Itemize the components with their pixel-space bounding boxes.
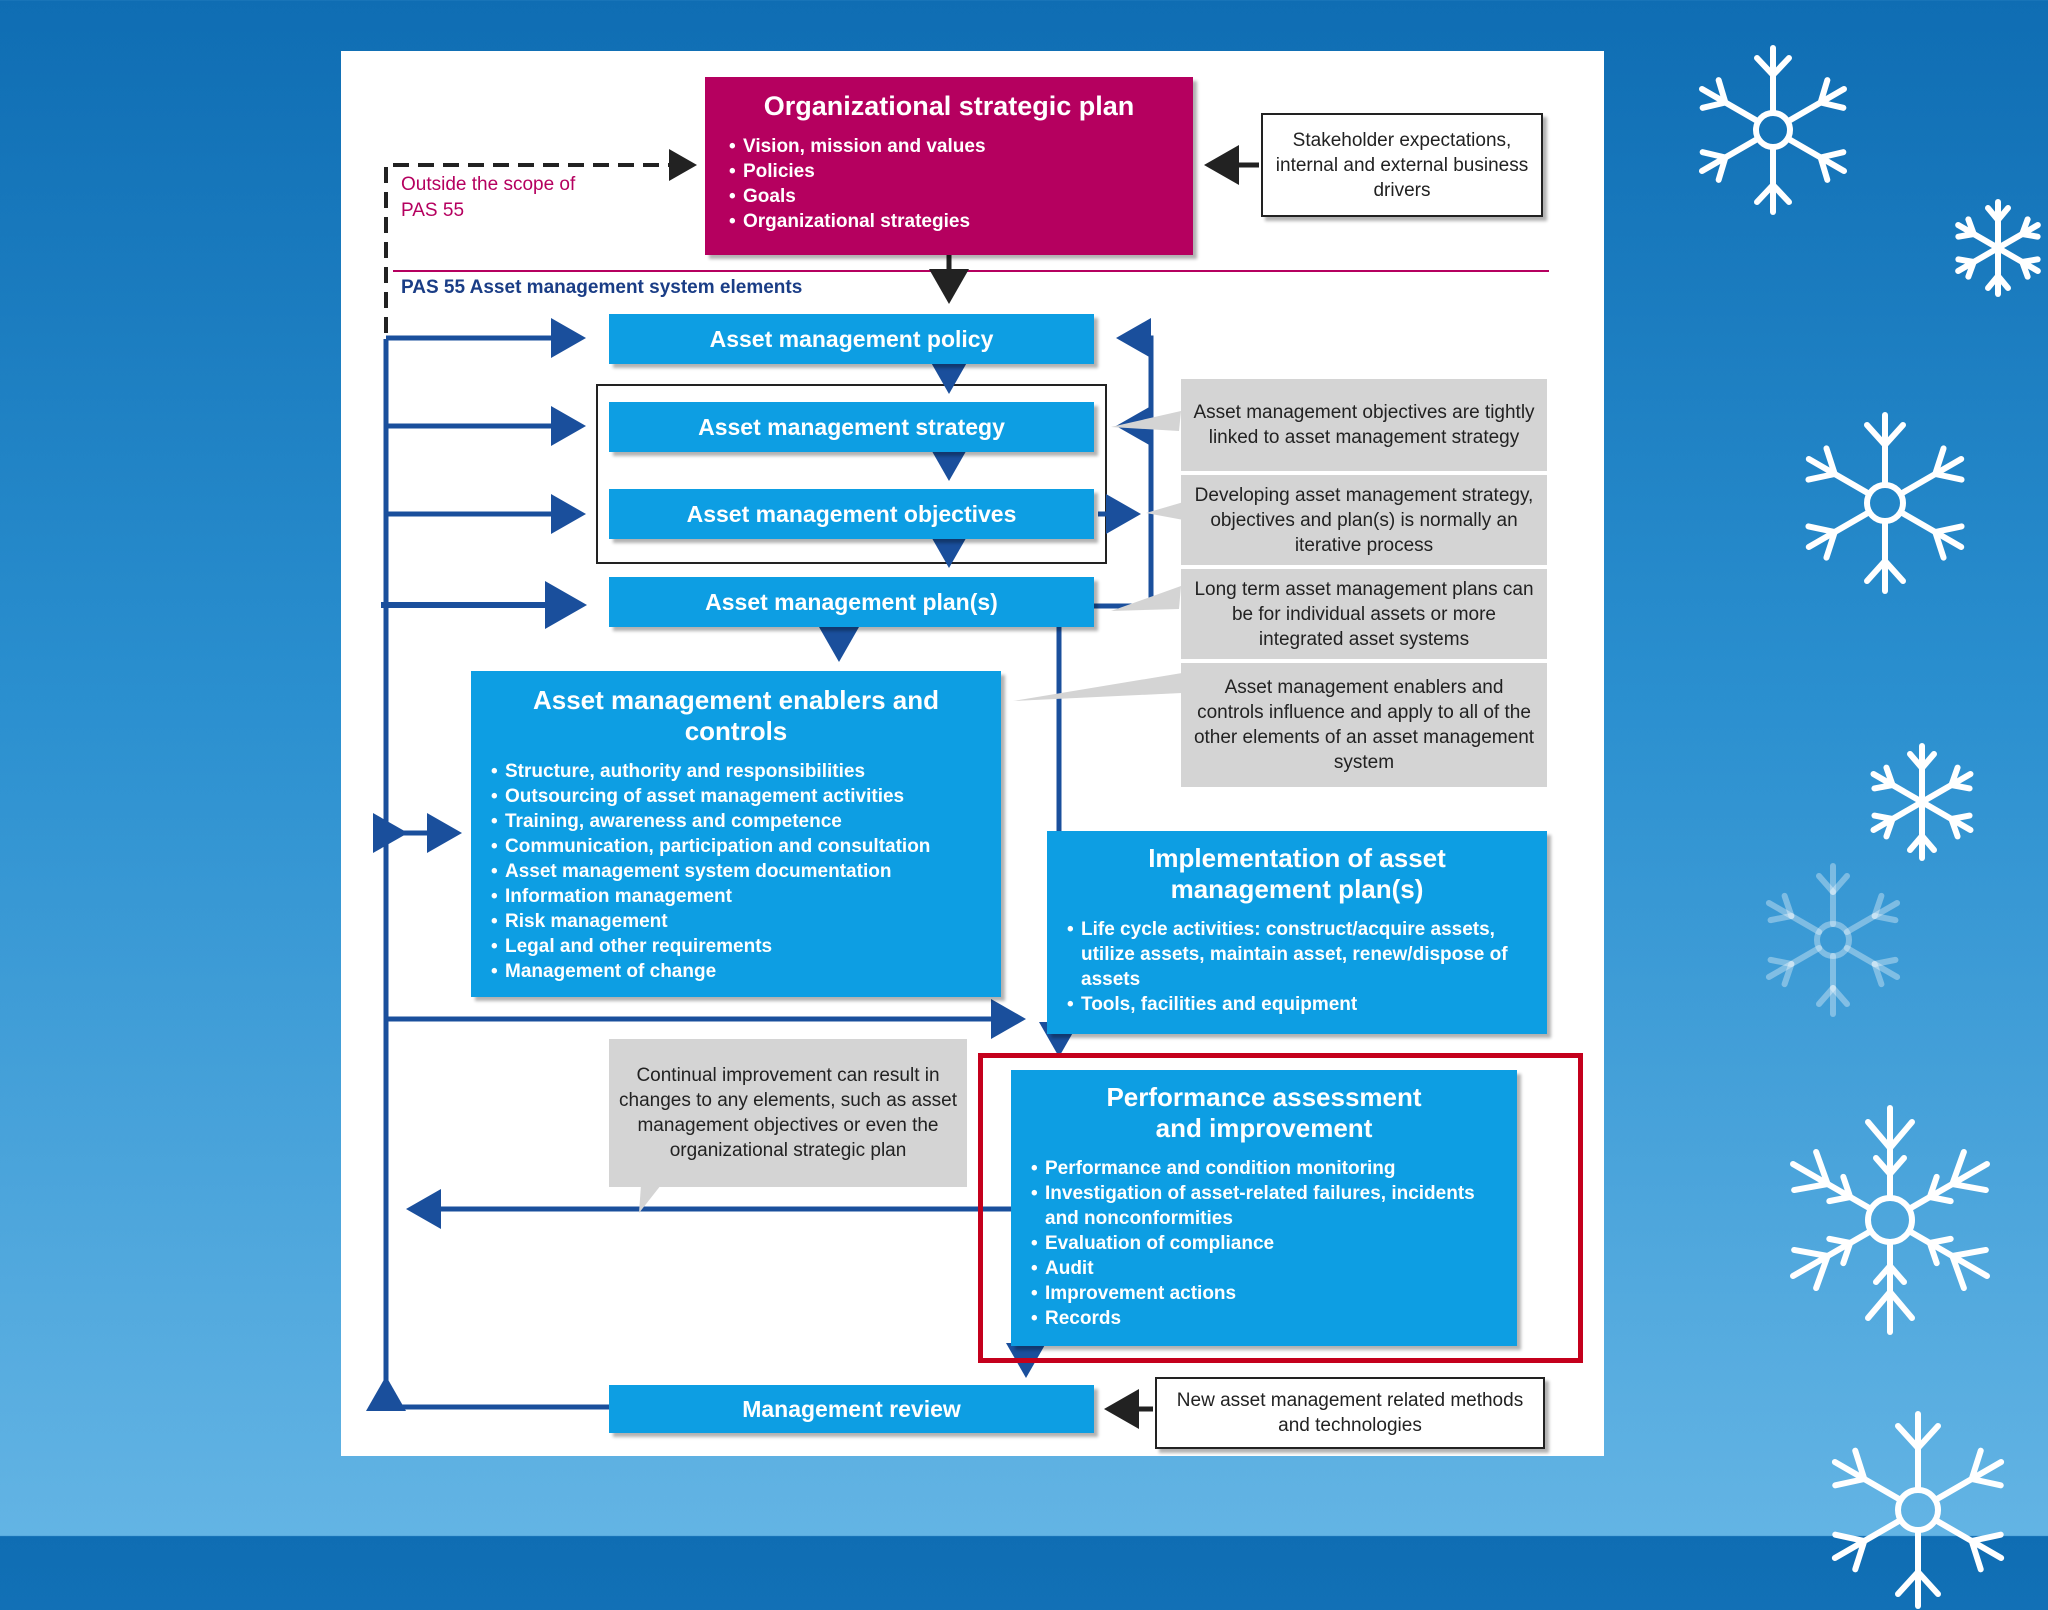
list-item: Improvement actions bbox=[1031, 1281, 1497, 1306]
connector-arrows bbox=[366, 145, 1549, 1429]
snowflake-icon bbox=[1948, 199, 2048, 298]
list-item: Records bbox=[1031, 1306, 1497, 1331]
diagram-panel: Organizational strategic plan Vision, mi… bbox=[341, 51, 1604, 1456]
pas55-elements-title: PAS 55 Asset management system elements bbox=[401, 277, 803, 298]
implementation-title: Implementation of asset management plan(… bbox=[1148, 843, 1446, 904]
list-item: Information management bbox=[491, 884, 981, 909]
long-term-plans-note: Long term asset management plans can be … bbox=[1181, 569, 1547, 659]
list-item: Risk management bbox=[491, 909, 981, 934]
management-review-box: Management review bbox=[609, 1385, 1094, 1433]
stakeholder-expectations-box: Stakeholder expectations, internal and e… bbox=[1261, 113, 1543, 217]
performance-title: Performance assessment and improvement bbox=[1106, 1082, 1422, 1143]
snowflake-icon bbox=[1753, 863, 1913, 1020]
iterative-process-note: Developing asset management strategy, ob… bbox=[1181, 475, 1547, 565]
list-item: Training, awareness and competence bbox=[491, 809, 981, 834]
list-item: Performance and condition monitoring bbox=[1031, 1156, 1497, 1181]
list-item: Organizational strategies bbox=[729, 209, 1169, 234]
strategic-plan-title: Organizational strategic plan bbox=[763, 91, 1135, 121]
enablers-title: Asset management enablers and controls bbox=[532, 685, 940, 746]
outside-scope-dashed-arrow bbox=[384, 149, 697, 333]
list-item: Legal and other requirements bbox=[491, 934, 981, 959]
asset-management-strategy-box: Asset management strategy bbox=[609, 402, 1094, 452]
list-item: Goals bbox=[729, 184, 1169, 209]
enablers-controls-box: Asset management enablers and controls S… bbox=[471, 671, 1001, 997]
list-item: Life cycle activities: construct/acquire… bbox=[1067, 917, 1527, 992]
asset-management-plans-box: Asset management plan(s) bbox=[609, 577, 1094, 627]
list-item: Evaluation of compliance bbox=[1031, 1231, 1497, 1256]
continual-improvement-note: Continual improvement can result in chan… bbox=[609, 1039, 967, 1187]
new-methods-box: New asset management related methods and… bbox=[1155, 1377, 1545, 1449]
snowflake-icon bbox=[1790, 412, 1980, 598]
list-item: Communication, participation and consult… bbox=[491, 834, 981, 859]
snowflake-icon bbox=[1818, 1411, 2018, 1610]
enablers-list: Structure, authority and responsibilitie… bbox=[491, 759, 981, 984]
snowflake-icon bbox=[1770, 1105, 2010, 1340]
outside-scope-label: Outside the scope of PAS 55 bbox=[401, 174, 576, 221]
implementation-box: Implementation of asset management plan(… bbox=[1047, 831, 1547, 1034]
enablers-influence-note: Asset management enablers and controls i… bbox=[1181, 663, 1547, 787]
list-item: Audit bbox=[1031, 1256, 1497, 1281]
implementation-list: Life cycle activities: construct/acquire… bbox=[1067, 917, 1527, 1017]
list-item: Management of change bbox=[491, 959, 981, 984]
organizational-strategic-plan-box: Organizational strategic plan Vision, mi… bbox=[705, 77, 1193, 255]
asset-management-policy-box: Asset management policy bbox=[609, 314, 1094, 364]
strategic-plan-list: Vision, mission and values Policies Goal… bbox=[729, 134, 1169, 234]
performance-list: Performance and condition monitoring Inv… bbox=[1031, 1156, 1497, 1331]
performance-assessment-box: Performance assessment and improvement P… bbox=[1011, 1070, 1517, 1346]
list-item: Policies bbox=[729, 159, 1169, 184]
snowflake-icon bbox=[1862, 743, 1982, 862]
list-item: Asset management system documentation bbox=[491, 859, 981, 884]
list-item: Tools, facilities and equipment bbox=[1067, 992, 1527, 1017]
list-item: Structure, authority and responsibilitie… bbox=[491, 759, 981, 784]
list-item: Outsourcing of asset management activiti… bbox=[491, 784, 981, 809]
objectives-linked-note: Asset management objectives are tightly … bbox=[1181, 379, 1547, 471]
list-item: Vision, mission and values bbox=[729, 134, 1169, 159]
snowflake-icon bbox=[1683, 45, 1863, 220]
list-item: Investigation of asset-related failures,… bbox=[1031, 1181, 1497, 1231]
asset-management-objectives-box: Asset management objectives bbox=[609, 489, 1094, 539]
performance-highlight-frame bbox=[978, 1053, 1583, 1363]
